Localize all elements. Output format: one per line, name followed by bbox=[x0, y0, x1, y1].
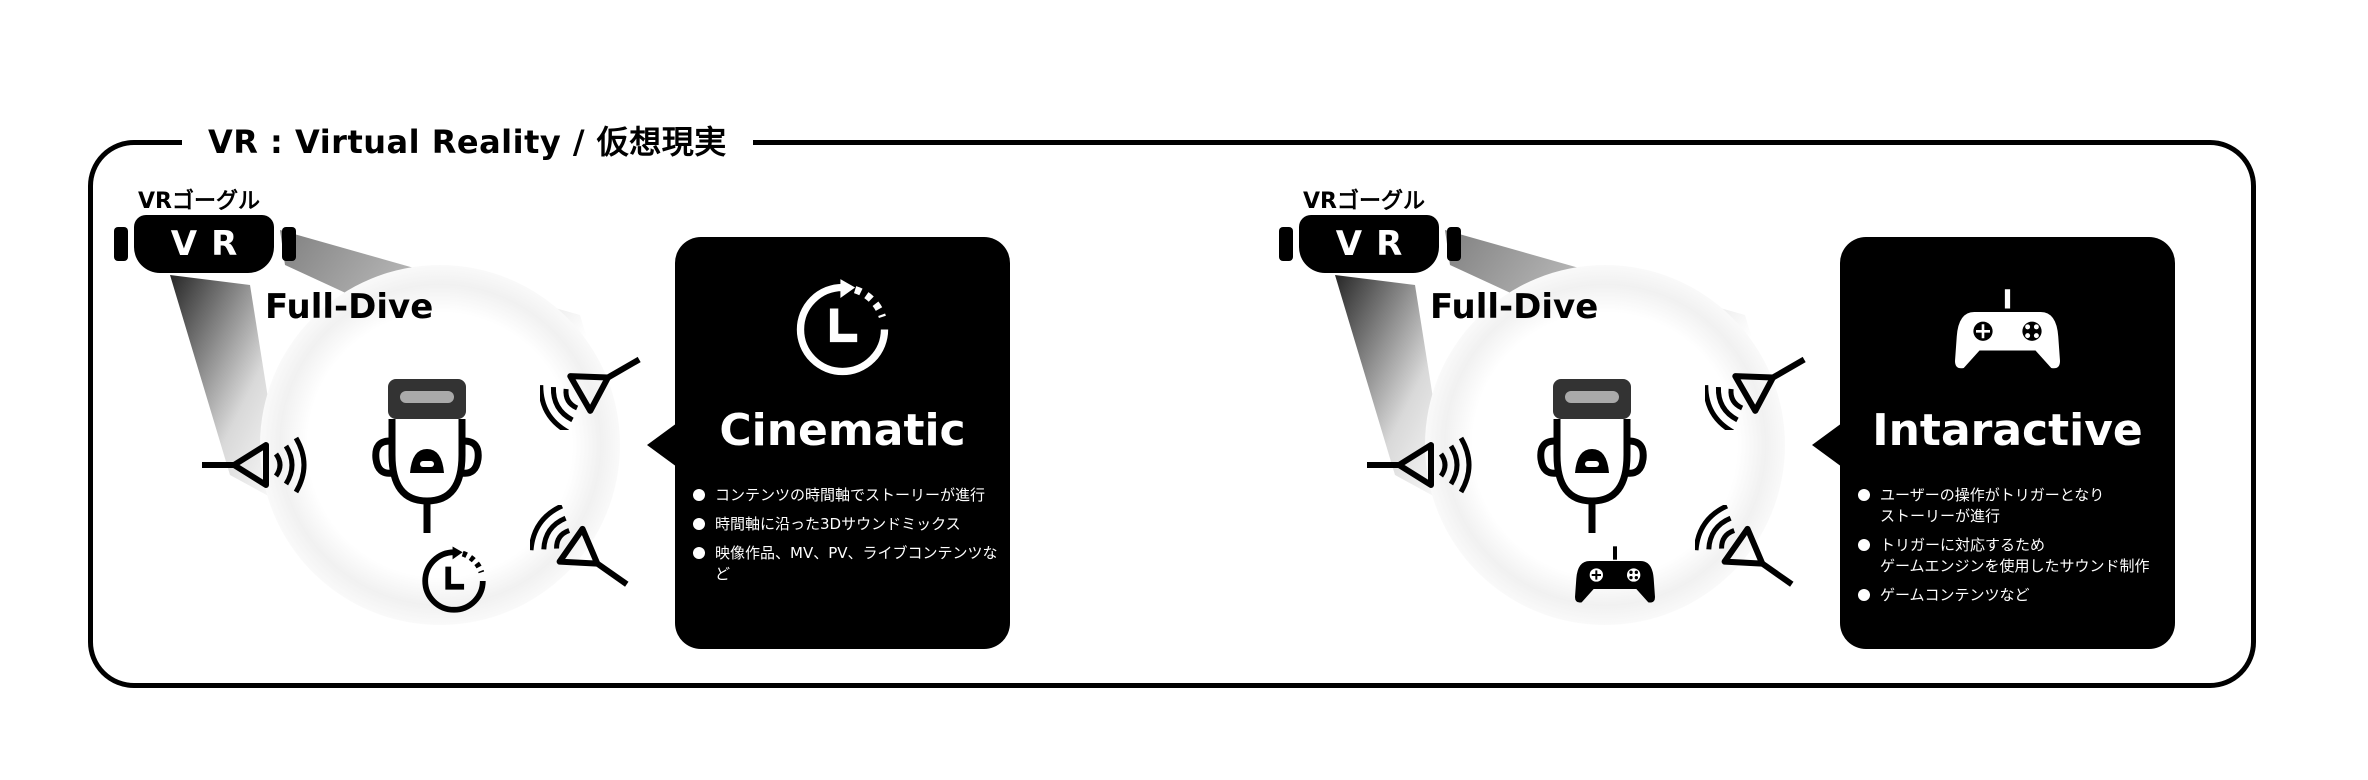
vr-frame bbox=[88, 140, 2256, 688]
feature-list: コンテンツの時間軸でストーリーが進行 時間軸に沿った3Dサウンドミックス 映像作… bbox=[693, 485, 1005, 593]
speaker-top-right-icon bbox=[1705, 356, 1806, 430]
frame-title: VR : Virtual Reality / 仮想現実 bbox=[182, 120, 753, 164]
speaker-left-icon bbox=[1367, 436, 1472, 494]
gamepad-icon bbox=[1955, 289, 2060, 369]
clock-icon bbox=[796, 279, 889, 376]
fulldive-label: Full-Dive bbox=[1430, 287, 1599, 327]
speaker-left-icon bbox=[202, 436, 307, 494]
cinematic-panel: Full-Dive VRゴーグル VR bbox=[110, 175, 1150, 675]
card-title: Cinematic bbox=[719, 405, 966, 456]
speaker-top-right-icon bbox=[540, 356, 641, 430]
gamepad-icon bbox=[1575, 546, 1655, 603]
goggle-label: VRゴーグル bbox=[1303, 189, 1425, 214]
list-item: 映像作品、MV、PV、ライブコンテンツなど bbox=[693, 543, 1005, 585]
fulldive-halo bbox=[260, 265, 620, 625]
goggle-label: VRゴーグル bbox=[138, 189, 260, 214]
feature-list: ユーザーの操作がトリガーとなり ストーリーが進行 トリガーに対応するため ゲーム… bbox=[1858, 485, 2170, 614]
speaker-bottom-right-icon bbox=[530, 505, 629, 587]
list-item: ユーザーの操作がトリガーとなり ストーリーが進行 bbox=[1858, 485, 2170, 527]
interactive-panel: Full-Dive VRゴーグル VR bbox=[1275, 175, 2315, 675]
user-with-headset-icon bbox=[1537, 379, 1647, 533]
goggle-text: VR bbox=[1299, 215, 1439, 273]
list-item: コンテンツの時間軸でストーリーが進行 bbox=[693, 485, 1005, 506]
goggle-text: VR bbox=[134, 215, 274, 273]
list-item: 時間軸に沿った3Dサウンドミックス bbox=[693, 514, 1005, 535]
list-item: トリガーに対応するため ゲームエンジンを使用したサウンド制作 bbox=[1858, 535, 2170, 577]
card-title: Intaractive bbox=[1872, 405, 2143, 456]
speaker-bottom-right-icon bbox=[1695, 505, 1794, 587]
vr-goggle-icon: VR bbox=[1275, 215, 1465, 285]
fulldive-label: Full-Dive bbox=[265, 287, 434, 327]
list-item: ゲームコンテンツなど bbox=[1858, 585, 2170, 606]
clock-icon bbox=[422, 546, 486, 613]
vr-goggle-icon: VR bbox=[110, 215, 300, 285]
user-with-headset-icon bbox=[372, 379, 482, 533]
interactive-card: Intaractive ユーザーの操作がトリガーとなり ストーリーが進行 トリガ… bbox=[1812, 237, 2175, 649]
cinematic-card: Cinematic コンテンツの時間軸でストーリーが進行 時間軸に沿った3Dサウ… bbox=[647, 237, 1010, 649]
